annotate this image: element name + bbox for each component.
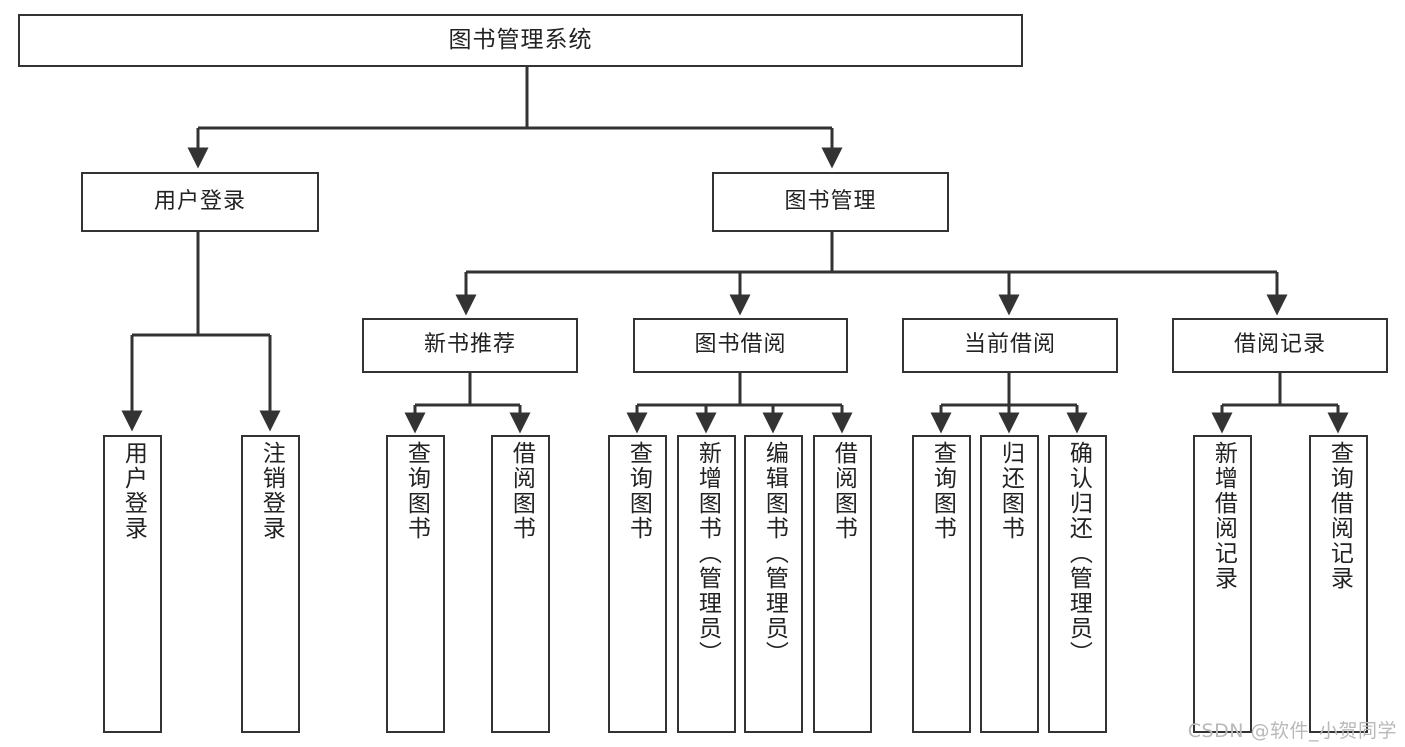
node-leaf-add-borrow-record-label: 新增借阅记录 <box>1210 441 1237 591</box>
node-book-borrow-label: 图书借阅 <box>694 332 787 358</box>
node-leaf-confirm-return-admin-label: 确认归还（管理员） <box>1065 441 1092 666</box>
node-current-borrow[interactable]: 当前借阅 <box>902 318 1118 373</box>
node-leaf-edit-book-admin[interactable]: 编辑图书（管理员） <box>744 435 803 733</box>
node-borrow-record-label: 借阅记录 <box>1233 332 1326 358</box>
node-leaf-user-login[interactable]: 用户登录 <box>103 435 162 733</box>
node-leaf-query-borrow-record[interactable]: 查询借阅记录 <box>1309 435 1368 733</box>
node-leaf-query-book-3[interactable]: 查询图书 <box>912 435 971 733</box>
node-book-manage[interactable]: 图书管理 <box>712 172 949 232</box>
node-user-login-label: 用户登录 <box>153 188 246 214</box>
node-borrow-record[interactable]: 借阅记录 <box>1172 318 1388 373</box>
node-leaf-return-book-label: 归还图书 <box>997 441 1024 541</box>
node-new-book-recommend-label: 新书推荐 <box>423 332 516 358</box>
node-leaf-add-book-admin[interactable]: 新增图书（管理员） <box>677 435 736 733</box>
node-root[interactable]: 图书管理系统 <box>18 14 1023 67</box>
node-leaf-add-book-admin-label: 新增图书（管理员） <box>694 441 721 666</box>
node-leaf-query-book-1-label: 查询图书 <box>403 441 430 541</box>
node-leaf-borrow-book-1-label: 借阅图书 <box>508 441 535 541</box>
node-leaf-query-book-1[interactable]: 查询图书 <box>386 435 445 733</box>
node-current-borrow-label: 当前借阅 <box>963 332 1056 358</box>
node-user-login[interactable]: 用户登录 <box>81 172 319 232</box>
node-leaf-logout-login-label: 注销登录 <box>258 441 285 541</box>
node-root-label: 图书管理系统 <box>448 26 593 53</box>
node-leaf-query-book-2[interactable]: 查询图书 <box>608 435 667 733</box>
node-leaf-query-book-2-label: 查询图书 <box>625 441 652 541</box>
node-leaf-logout-login[interactable]: 注销登录 <box>241 435 300 733</box>
node-book-manage-label: 图书管理 <box>784 188 877 214</box>
watermark-text: CSDN @软件_小贺同学 <box>1187 720 1397 742</box>
node-leaf-return-book[interactable]: 归还图书 <box>980 435 1039 733</box>
node-leaf-query-borrow-record-label: 查询借阅记录 <box>1326 441 1353 591</box>
node-leaf-borrow-book-2[interactable]: 借阅图书 <box>813 435 872 733</box>
node-book-borrow[interactable]: 图书借阅 <box>633 318 848 373</box>
node-leaf-edit-book-admin-label: 编辑图书（管理员） <box>761 441 788 666</box>
node-new-book-recommend[interactable]: 新书推荐 <box>362 318 578 373</box>
node-leaf-query-book-3-label: 查询图书 <box>929 441 956 541</box>
node-leaf-borrow-book-1[interactable]: 借阅图书 <box>491 435 550 733</box>
node-leaf-user-login-label: 用户登录 <box>120 441 147 541</box>
node-leaf-confirm-return-admin[interactable]: 确认归还（管理员） <box>1048 435 1107 733</box>
node-leaf-borrow-book-2-label: 借阅图书 <box>830 441 857 541</box>
node-leaf-add-borrow-record[interactable]: 新增借阅记录 <box>1193 435 1252 733</box>
